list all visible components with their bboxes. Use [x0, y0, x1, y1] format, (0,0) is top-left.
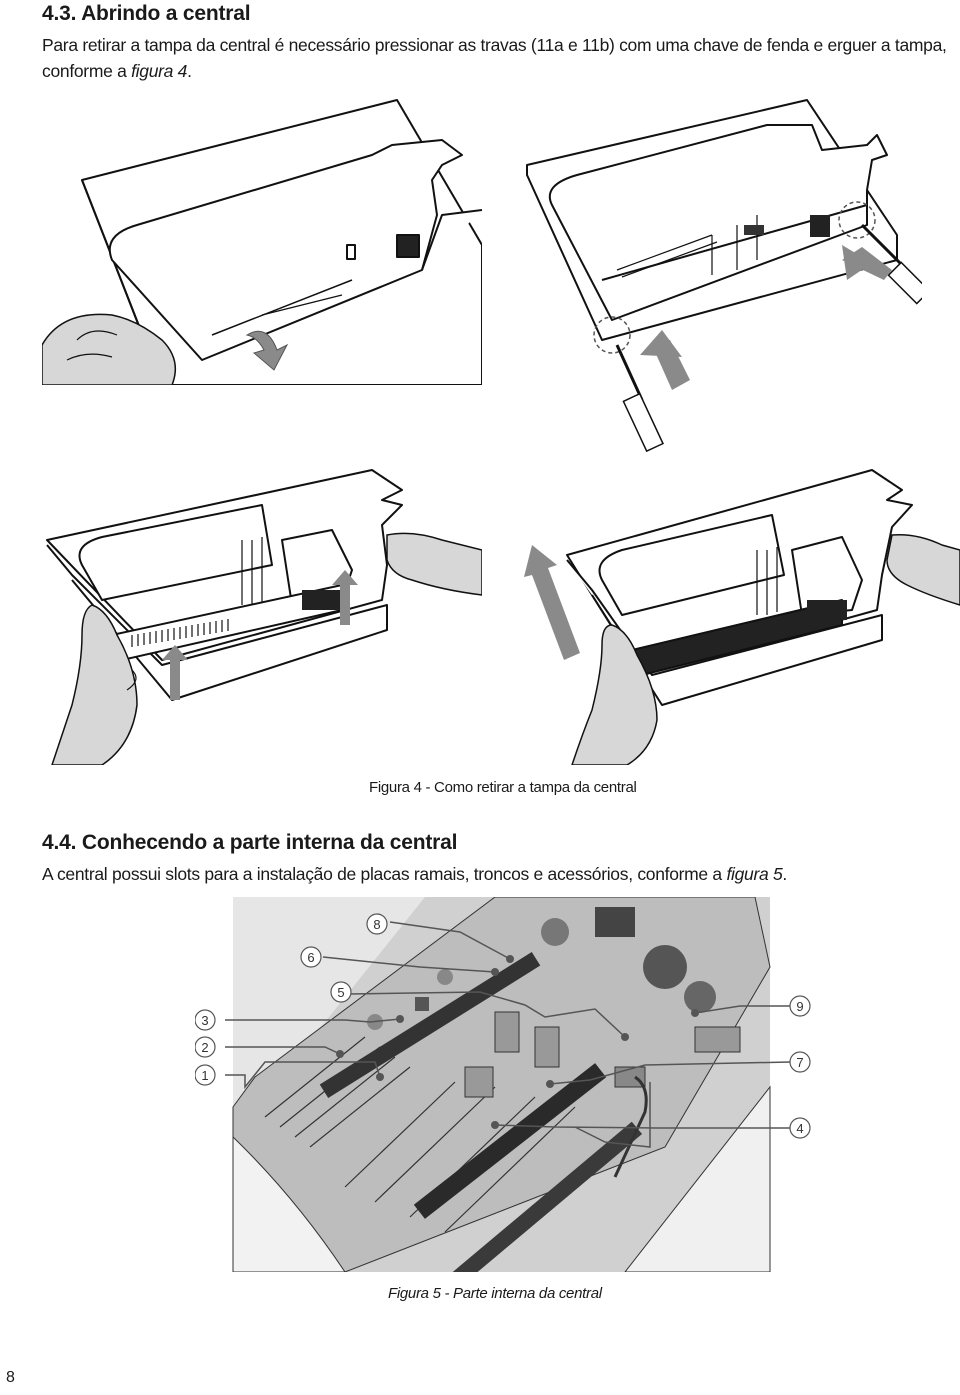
callout-lines [225, 921, 791, 1148]
svg-text:3: 3 [201, 1013, 208, 1028]
section-4-4-text: A central possui slots para a instalação… [42, 862, 950, 887]
callout-2: 2 [195, 1036, 216, 1058]
figure-5-illustration: 1 2 3 4 5 6 7 8 9 [195, 897, 811, 1272]
callout-9: 9 [789, 995, 811, 1017]
svg-text:7: 7 [796, 1055, 803, 1070]
section-4-3-text-line-2: conforme a figura 4. [42, 59, 950, 84]
callout-3: 3 [195, 1009, 216, 1031]
svg-text:9: 9 [796, 999, 803, 1014]
callout-8: 8 [366, 913, 388, 935]
text-suffix: . [187, 61, 192, 81]
callout-6: 6 [300, 946, 322, 968]
figure-4-panel-1 [42, 99, 482, 385]
callout-1: 1 [195, 1064, 216, 1086]
figure-5-reference: figura 5 [726, 864, 783, 884]
callout-markers: 1 2 3 4 5 6 7 8 9 [195, 913, 811, 1139]
svg-text:6: 6 [307, 950, 314, 965]
text-prefix: A central possui slots para a instalação… [42, 864, 727, 884]
section-4-3-text-line-1: Para retirar a tampa da central é necess… [42, 35, 947, 55]
figure-4-caption: Figura 4 - Como retirar a tampa da centr… [369, 779, 637, 796]
page-number: 8 [6, 1369, 15, 1386]
svg-text:8: 8 [373, 917, 380, 932]
figure-4-panel-2 [526, 99, 922, 453]
svg-text:5: 5 [337, 985, 344, 1000]
figure-4-panel-3 [46, 469, 482, 765]
text-prefix: conforme a [42, 61, 132, 81]
figure-5-caption: Figura 5 - Parte interna da central [388, 1285, 602, 1302]
text-suffix: . [782, 864, 787, 884]
svg-text:1: 1 [201, 1068, 208, 1083]
callout-5: 5 [330, 981, 352, 1003]
callout-4: 4 [789, 1117, 811, 1139]
section-heading-4-4: 4.4. Conhecendo a parte interna da centr… [42, 831, 458, 854]
figure-4-panel-4 [524, 469, 960, 765]
callout-7: 7 [789, 1051, 811, 1073]
figure-4-reference: figura 4 [131, 61, 188, 81]
svg-text:2: 2 [201, 1040, 208, 1055]
svg-text:4: 4 [796, 1121, 803, 1136]
section-heading-4-3: 4.3. Abrindo a central [42, 2, 251, 25]
